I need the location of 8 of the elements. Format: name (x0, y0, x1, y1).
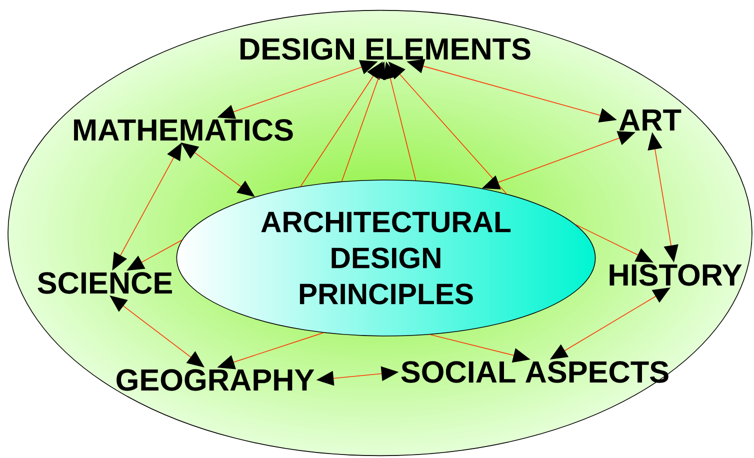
outer-ellipse (8, 10, 752, 456)
topic-label: ART (619, 109, 682, 131)
topic-label: HISTORY (610, 264, 742, 286)
topic-label: SCIENCE (38, 272, 172, 294)
topic-label: MATHEMATICS (74, 119, 293, 141)
topic-label: GEOGRAPHY (116, 369, 314, 391)
topic-label: SOCIAL ASPECTS (401, 361, 668, 383)
topic-label: DESIGN ELEMENTS (240, 38, 530, 60)
